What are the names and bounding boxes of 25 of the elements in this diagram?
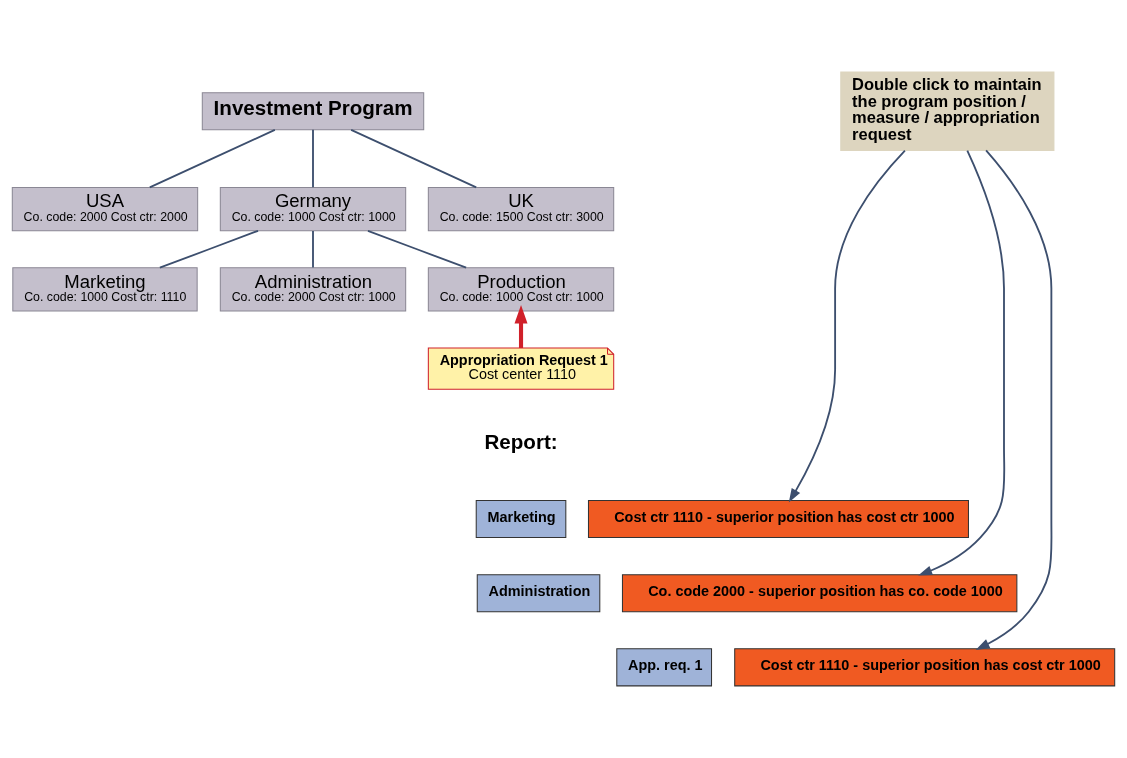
arrow xyxy=(918,149,1006,576)
arrow xyxy=(514,304,528,348)
connector xyxy=(158,229,259,269)
node-box: Marketing xyxy=(475,500,567,539)
node-box: Marketing Co. code: 1000 Cost ctr: 1110 xyxy=(12,267,198,312)
connector xyxy=(367,229,468,269)
node-box: Administration Co. code: 2000 Cost ctr: 1000 xyxy=(219,267,407,312)
node-box: Germany Co. code: 1000 Cost ctr: 1000 xyxy=(219,186,407,232)
node-box: Administration xyxy=(476,574,601,613)
arrow xyxy=(975,149,1053,650)
node-box: Cost ctr 1110 - superior position has cost ctr 1000 xyxy=(587,500,969,539)
node-box: Investment Program xyxy=(201,92,425,131)
connector xyxy=(350,128,478,189)
node-box: Double click to maintain the program position / measure / appropriation request xyxy=(840,71,1055,151)
arrow xyxy=(788,149,906,503)
connector xyxy=(312,128,314,189)
connector xyxy=(312,230,314,269)
node-box: Cost ctr 1110 - superior position has cost ctr 1000 xyxy=(734,648,1116,687)
node-box: App. req. 1 xyxy=(616,648,713,687)
node-box: UK Co. code: 1500 Cost ctr: 3000 xyxy=(427,186,615,232)
node-box: USA Co. code: 2000 Cost ctr: 2000 xyxy=(11,186,199,232)
label: Report: xyxy=(484,430,558,454)
node-box: Co. code 2000 - superior position has co. code 1000 xyxy=(621,574,1018,613)
connector xyxy=(148,128,276,189)
node-box: Production Co. code: 1000 Cost ctr: 1000 xyxy=(427,267,615,312)
